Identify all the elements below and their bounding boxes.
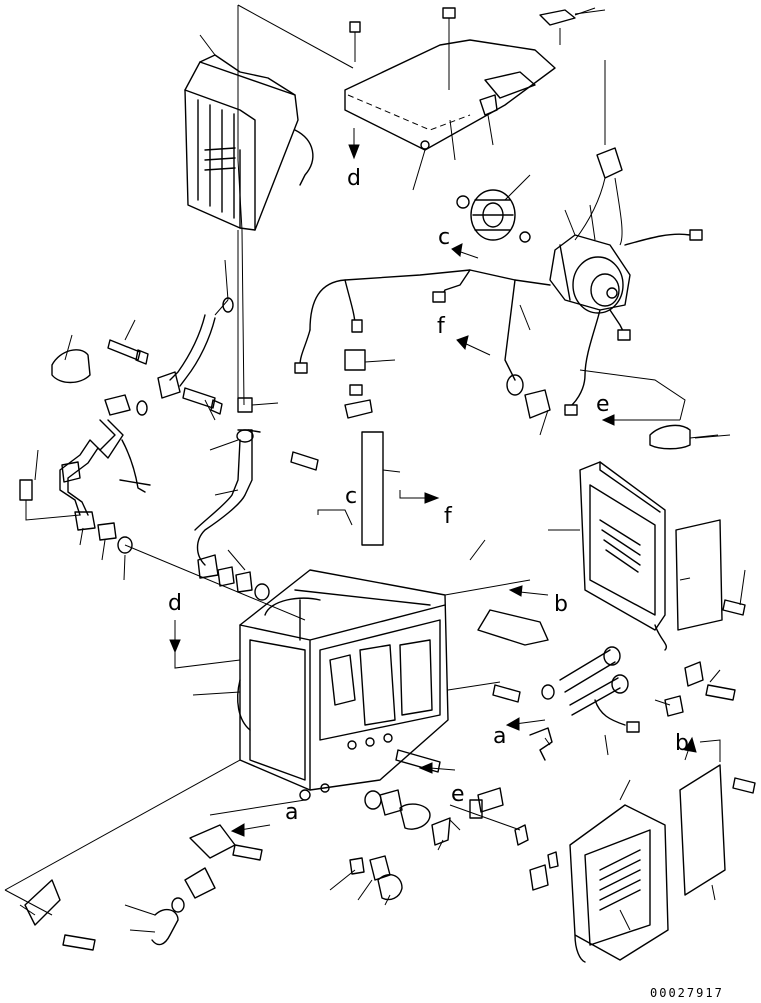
callout-f-mid: f xyxy=(444,504,452,529)
drawing-id: 00027917 xyxy=(650,986,724,1000)
grommet xyxy=(539,9,576,26)
hose-clip xyxy=(51,349,91,384)
wire-harness xyxy=(294,229,703,419)
callout-f-top: f xyxy=(437,314,445,339)
side-bracket xyxy=(675,519,723,631)
top-cover-plate xyxy=(344,39,556,151)
air-outlet-grille xyxy=(569,804,669,963)
evaporator-unit xyxy=(184,54,314,231)
bolt-left-1 xyxy=(107,339,149,365)
callout-e-right: e xyxy=(596,392,610,417)
callout-d-left: d xyxy=(168,591,182,616)
callout-b-top: b xyxy=(554,592,568,617)
callout-c-mid: c xyxy=(345,484,358,509)
bolt-right-mid xyxy=(492,684,521,703)
callout-c-top: c xyxy=(438,225,451,250)
bolt-cover-left xyxy=(349,21,361,33)
duct-hose xyxy=(649,424,691,450)
suction-hose xyxy=(157,297,234,399)
heater-core xyxy=(579,461,667,651)
bolt-top xyxy=(442,7,456,90)
blower-fan xyxy=(456,189,531,243)
callout-e-bottom: e xyxy=(451,782,465,807)
callout-a-mid: a xyxy=(493,724,507,749)
callout-b-right: b xyxy=(675,731,689,756)
callout-a-left: a xyxy=(285,800,299,825)
bolt-housing xyxy=(395,749,441,773)
filter-plate xyxy=(679,764,726,896)
louver-bottom xyxy=(349,789,451,901)
connector-plug xyxy=(596,147,623,179)
callout-d-top: d xyxy=(347,166,361,191)
blower-motor xyxy=(549,234,631,314)
pressure-switch xyxy=(344,349,373,419)
drain-hose-set xyxy=(24,824,263,951)
heater-housing xyxy=(237,569,449,801)
gasket-piece xyxy=(477,787,504,813)
hose-clamp xyxy=(684,661,704,687)
liquid-pipe xyxy=(194,429,261,579)
bolt-far-left xyxy=(19,479,33,501)
expansion-valve-piping xyxy=(59,394,151,516)
bolt-mid xyxy=(290,451,319,471)
heater-pipes xyxy=(477,609,640,761)
bolt-left-2 xyxy=(182,387,223,415)
mounting-strap xyxy=(361,431,384,546)
